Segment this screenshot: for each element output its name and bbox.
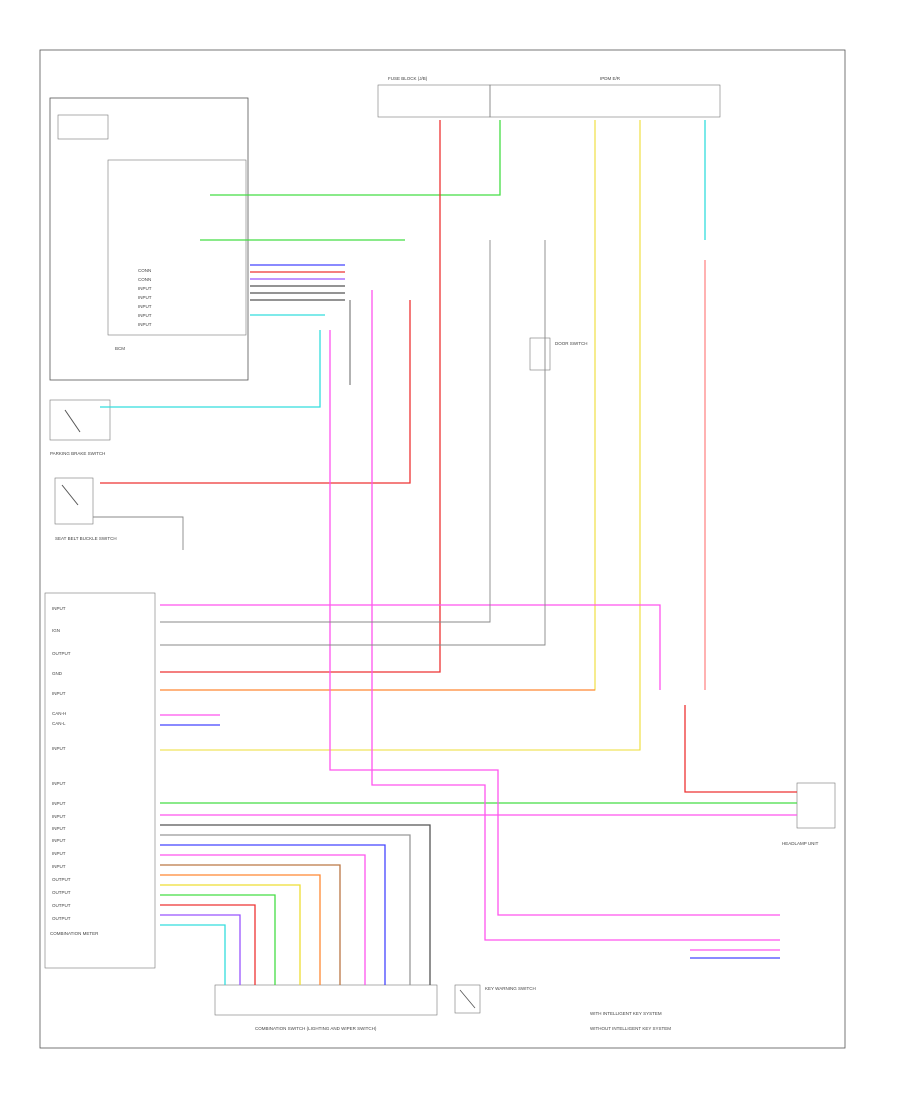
wire-pink-long [160, 604, 661, 690]
wire-red-headlamp [684, 705, 797, 793]
svg-text:KEY WARNING SWITCH: KEY WARNING SWITCH [485, 986, 536, 991]
fuse-block-left: FUSE BLOCK (J/B) [377, 76, 491, 118]
diagram-frame [39, 49, 846, 1049]
svg-text:FUSE BLOCK (J/B): FUSE BLOCK (J/B) [388, 76, 428, 81]
ipdm-label: IPDM E/R [600, 76, 621, 81]
combination-meter: COMBINATION METER INPUT IGN OUTPUT GND INP… [44, 592, 156, 969]
headlamp-unit: HEADLAMP UNIT [782, 782, 836, 846]
svg-text:CAN-L: CAN-L [52, 721, 66, 726]
svg-text:INPUT: INPUT [138, 304, 152, 309]
note-2: WITHOUT INTELLIGENT KEY SYSTEM [590, 1026, 671, 1031]
wire-yellow-2 [160, 120, 641, 751]
note-1: WITH INTELLIGENT KEY SYSTEM [590, 1011, 662, 1016]
svg-text:COMBINATION METER: COMBINATION METER [50, 931, 99, 936]
parking-brake-switch: PARKING BRAKE SWITCH [49, 399, 111, 456]
svg-text:INPUT: INPUT [52, 851, 66, 856]
wire-gray-1 [160, 240, 491, 623]
svg-text:INPUT: INPUT [52, 781, 66, 786]
svg-text:OUTPUT: OUTPUT [52, 903, 71, 908]
svg-text:INPUT: INPUT [138, 286, 152, 291]
svg-text:INPUT: INPUT [52, 606, 66, 611]
svg-text:CONN: CONN [138, 277, 151, 282]
svg-text:INPUT: INPUT [138, 313, 152, 318]
seat-belt-buckle-switch: SEAT BELT BUCKLE SWITCH [54, 477, 117, 541]
svg-text:INPUT: INPUT [52, 814, 66, 819]
svg-text:OUTPUT: OUTPUT [52, 890, 71, 895]
svg-text:DOOR SWITCH: DOOR SWITCH [555, 341, 588, 346]
wires [93, 120, 797, 985]
svg-text:OUTPUT: OUTPUT [52, 651, 71, 656]
svg-text:INPUT: INPUT [138, 322, 152, 327]
svg-text:INPUT: INPUT [52, 864, 66, 869]
combination-switch: COMBINATION SWITCH (LIGHTING AND WIPER S… [214, 984, 438, 1031]
wire-green [210, 120, 501, 196]
wire-gray-2 [160, 240, 546, 646]
bcm-label: BCM [115, 346, 125, 351]
fuse-block-right: IPDM E/R [489, 76, 721, 118]
svg-text:OUTPUT: OUTPUT [52, 877, 71, 882]
svg-text:SEAT BELT BUCKLE SWITCH: SEAT BELT BUCKLE SWITCH [55, 536, 117, 541]
wire-cyan-left [100, 330, 321, 408]
key-warning-switch: KEY WARNING SWITCH [454, 984, 536, 1014]
wire-red-main [160, 120, 441, 673]
svg-text:HEADLAMP UNIT: HEADLAMP UNIT [782, 841, 819, 846]
svg-text:PARKING BRAKE SWITCH: PARKING BRAKE SWITCH [50, 451, 105, 456]
svg-text:INPUT: INPUT [52, 838, 66, 843]
wire-gray-seatbelt [93, 516, 184, 550]
svg-text:INPUT: INPUT [52, 691, 66, 696]
svg-text:INPUT: INPUT [138, 295, 152, 300]
wire-pink-mid2 [371, 290, 780, 941]
svg-text:OUTPUT: OUTPUT [52, 916, 71, 921]
wire-pink-mid [329, 330, 780, 916]
svg-text:CAN-H: CAN-H [52, 711, 66, 716]
svg-text:GND: GND [52, 671, 63, 676]
wire-red-brake [100, 300, 411, 484]
door-switch: DOOR SWITCH [529, 337, 588, 371]
svg-text:CONN: CONN [138, 268, 151, 273]
svg-text:INPUT: INPUT [52, 801, 66, 806]
svg-text:INPUT: INPUT [52, 746, 66, 751]
svg-text:COMBINATION SWITCH (LIGHTING A: COMBINATION SWITCH (LIGHTING AND WIPER S… [255, 1026, 377, 1031]
svg-text:IGN: IGN [52, 628, 60, 633]
bcm-module: BCM CONN CONN INPUT INPUT INPUT INPUT INPUT [49, 97, 249, 381]
svg-text:INPUT: INPUT [52, 826, 66, 831]
